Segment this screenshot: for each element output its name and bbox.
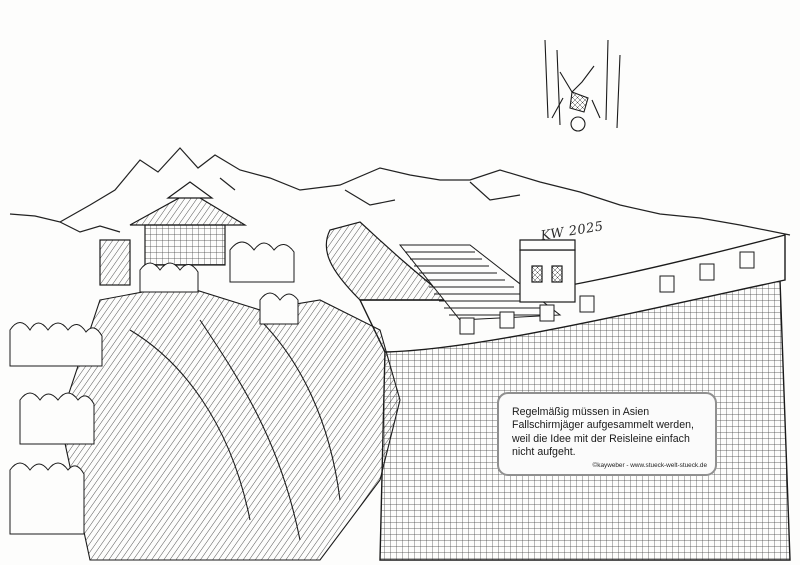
caption-box: Regelmäßig müssen in Asien Fallschirmjäg…	[497, 392, 717, 476]
watch-tower	[99, 239, 576, 303]
caption-text: Regelmäßig müssen in Asien Fallschirmjäg…	[512, 406, 694, 459]
parapet-crenellations	[459, 251, 755, 335]
mountain-range	[9, 147, 791, 236]
falling-parachutist	[544, 39, 621, 132]
foliage	[9, 241, 299, 535]
rock-cliff	[59, 284, 401, 561]
copyright-credit: ©kayweber - www.stueck-welt-stueck.de	[592, 462, 707, 469]
pagoda	[129, 181, 248, 266]
